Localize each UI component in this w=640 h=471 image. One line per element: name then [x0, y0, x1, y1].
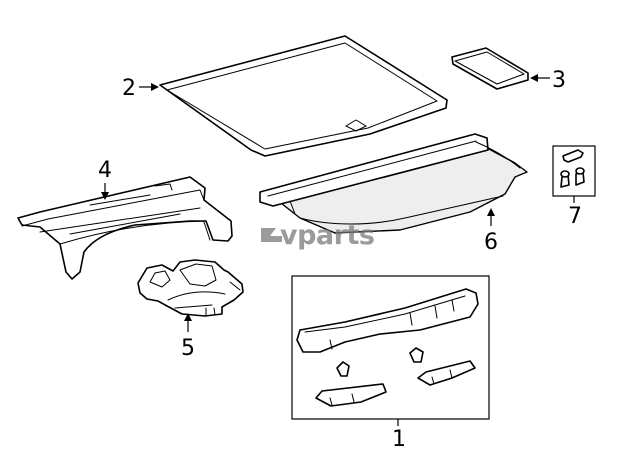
part-3-pad [451, 47, 529, 90]
part-4-floor-panel [17, 176, 233, 280]
callout-7: 7 [568, 204, 582, 229]
callout-4: 4 [98, 158, 112, 183]
callout-2: 2 [122, 76, 136, 101]
callout-1: 1 [392, 427, 406, 452]
callout-6: 6 [484, 230, 498, 255]
callout-3: 3 [552, 68, 566, 93]
leader-lines [101, 74, 575, 426]
callout-labels: 1 2 3 4 5 6 7 [98, 68, 582, 452]
part-5-holder [137, 259, 244, 317]
watermark-text: vparts [280, 220, 374, 251]
logo-mark-icon [261, 228, 282, 242]
callout-5: 5 [181, 336, 195, 361]
part-7-fasteners [552, 145, 596, 197]
part-6-tonneau-cover [259, 133, 528, 234]
part-2-package-tray [159, 35, 448, 157]
watermark: vparts [261, 220, 375, 251]
part-1-trim-kit [291, 275, 490, 420]
